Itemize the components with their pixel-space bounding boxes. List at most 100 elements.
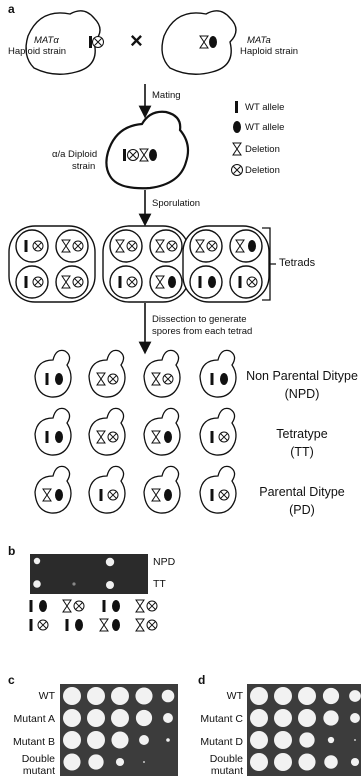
colony-spot	[63, 731, 81, 749]
wt-oval-allele-icon	[164, 431, 172, 443]
wt-oval-allele-icon	[75, 619, 83, 631]
wt-oval-allele-icon	[55, 431, 63, 443]
deletion-x-circle-icon	[33, 241, 43, 251]
spore	[190, 266, 222, 298]
row-npd-abbr: (NPD)	[246, 386, 358, 402]
haploid-spore-cell	[144, 350, 180, 397]
wt-oval-allele-icon	[55, 373, 63, 385]
panel-d-letter: d	[198, 673, 205, 687]
colony-spot	[63, 709, 81, 727]
haploid-spore-cell	[89, 350, 125, 397]
wt-oval-allele-icon	[112, 600, 120, 612]
colony-spot	[135, 687, 152, 704]
panel-c-row-mutant-b: Mutant B	[0, 736, 55, 748]
deletion-x-circle-icon	[127, 241, 137, 251]
wt-oval-allele-icon	[209, 36, 217, 48]
panel-d-row-wt: WT	[190, 690, 243, 702]
row-tt-name: Tetratype	[246, 426, 358, 442]
haploid-spore-cell	[144, 466, 180, 513]
colony-spot	[298, 687, 316, 705]
haploid-spore-cell	[35, 466, 71, 513]
row-pd-name: Parental Ditype	[246, 484, 358, 500]
colony-spot	[143, 761, 145, 763]
panel-b-row-tt: TT	[153, 578, 166, 590]
deletion-x-circle-icon	[33, 277, 43, 287]
wt-bar-allele-icon	[103, 600, 106, 612]
colony-spot	[274, 753, 292, 771]
panel-c-row-double: Double mutant	[0, 753, 55, 777]
wt-oval-allele-icon	[208, 276, 216, 288]
deletion-x-circle-icon	[147, 620, 157, 630]
colony-spot	[163, 713, 173, 723]
colony-spot	[250, 731, 268, 749]
colony-spot	[298, 753, 315, 770]
wt-bar-allele-icon	[25, 276, 28, 288]
colony-spot	[323, 710, 338, 725]
deletion-x-circle-icon	[74, 601, 84, 611]
haploid-spore-cell	[144, 408, 180, 455]
colony-spot	[87, 687, 105, 705]
wt-bar-allele-icon	[46, 373, 49, 385]
wt-oval-allele-icon	[168, 276, 176, 288]
colony-spot	[299, 732, 314, 747]
colony-spot	[166, 738, 170, 742]
colony-spot	[116, 758, 124, 766]
wt-bar-allele-icon	[211, 431, 214, 443]
haploid-spore-cell	[35, 408, 71, 455]
deletion-bowtie-icon	[136, 619, 144, 631]
legend-wt-bar-label: WT allele	[245, 102, 284, 113]
legend-deletion-bowtie-label: Deletion	[245, 144, 280, 155]
diploid-label-line2: strain	[72, 161, 95, 172]
deletion-bowtie-icon	[63, 600, 71, 612]
wt-bar-allele-icon	[66, 619, 69, 631]
panel-c-letter: c	[8, 673, 15, 687]
panel-d-row-double: Double mutant	[190, 753, 243, 777]
panel-b-genotype-icons	[30, 600, 158, 631]
step-dissection-line1: Dissection to generate	[152, 314, 247, 325]
row-tt-abbr: (TT)	[246, 444, 358, 460]
legend-icon-wt-bar	[235, 101, 238, 113]
wt-oval-allele-icon	[164, 489, 172, 501]
colony-spot	[351, 758, 359, 766]
colony-spot	[111, 731, 128, 748]
wt-oval-allele-icon	[220, 373, 228, 385]
deletion-x-circle-icon	[93, 37, 104, 48]
haploid-spore-cell	[89, 466, 125, 513]
tetrad	[183, 226, 269, 302]
haploid-spore-cell	[200, 466, 236, 513]
colony-spot	[298, 709, 316, 727]
deletion-x-circle-icon	[38, 620, 48, 630]
parent-right-label: Haploid strain	[240, 46, 298, 57]
panel-b-row-npd: NPD	[153, 556, 175, 568]
colony-spot	[136, 710, 152, 726]
colony-spot	[111, 709, 129, 727]
step-mating-label: Mating	[152, 90, 181, 101]
colony-spot	[87, 731, 105, 749]
colony-spot	[139, 735, 149, 745]
panel-d-row-mutant-d: Mutant D	[190, 736, 243, 748]
step-sporulation-label: Sporulation	[152, 198, 200, 209]
colony-spot	[323, 688, 339, 704]
deletion-x-circle-icon	[167, 241, 177, 251]
wt-bar-allele-icon	[199, 276, 202, 288]
panel-c-row-mutant-a: Mutant A	[0, 713, 55, 725]
diploid-label-line1: α/a Diploid	[52, 149, 97, 160]
deletion-x-circle-icon	[108, 432, 118, 442]
deletion-x-circle-icon	[219, 490, 229, 500]
colony-spot	[63, 753, 80, 770]
panel-a-letter: a	[8, 2, 15, 16]
deletion-x-circle-icon	[163, 374, 173, 384]
wt-oval-allele-icon	[112, 619, 120, 631]
tetrad	[9, 226, 95, 302]
tetrad	[103, 226, 189, 302]
wt-oval-allele-icon	[39, 600, 47, 612]
wt-bar-allele-icon	[46, 431, 49, 443]
cross-symbol: ×	[130, 28, 143, 54]
colony-spot	[350, 713, 360, 723]
panel-b-letter: b	[8, 544, 15, 558]
wt-bar-allele-icon	[119, 276, 122, 288]
colony-spot	[63, 687, 81, 705]
haploid-spore-cell	[89, 408, 125, 455]
deletion-x-circle-icon	[127, 277, 137, 287]
colony-spot	[162, 690, 175, 703]
